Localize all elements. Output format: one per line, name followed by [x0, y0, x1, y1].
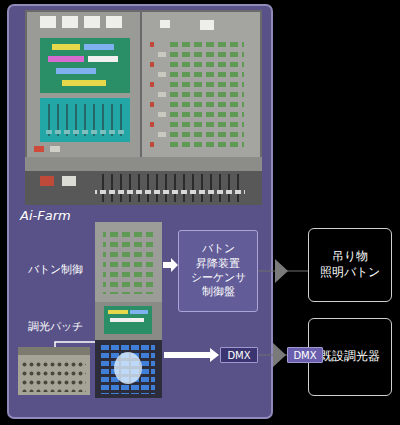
chevron-head [275, 259, 288, 283]
device-box: 吊り物 照明バトン [308, 228, 392, 302]
system-panel: バトン 昇降装置 シーケンサ 制御盤 DMX Ai-Farm [8, 5, 272, 418]
white-arrow [163, 258, 178, 272]
node-text: DMX [293, 349, 316, 362]
node-text: バトン 昇降装置 シーケンサ 制御盤 [188, 242, 248, 299]
console-photo [25, 10, 262, 205]
system-panel-ground [8, 5, 272, 418]
chevron-head [273, 343, 286, 367]
control-panel-photo [95, 222, 162, 398]
node-text: 吊り物 照明バトン [318, 249, 382, 280]
signal-tag: DMX [220, 347, 258, 363]
patch-wire [55, 342, 95, 347]
dimmer-patch-photo [18, 347, 90, 395]
node-text: DMX [227, 349, 250, 362]
part-label: 調光パッチ [28, 319, 83, 334]
flow-connector [258, 343, 287, 367]
white-arrow [164, 348, 219, 362]
node-text: 既設調光器 [320, 349, 380, 365]
process-box: バトン 昇降装置 シーケンサ 制御盤 [178, 230, 258, 312]
flow-connector [258, 259, 308, 283]
node-text: Ai-Farm [20, 208, 71, 225]
part-label: バトン制御 [28, 262, 83, 277]
signal-tag: DMX [287, 347, 323, 363]
